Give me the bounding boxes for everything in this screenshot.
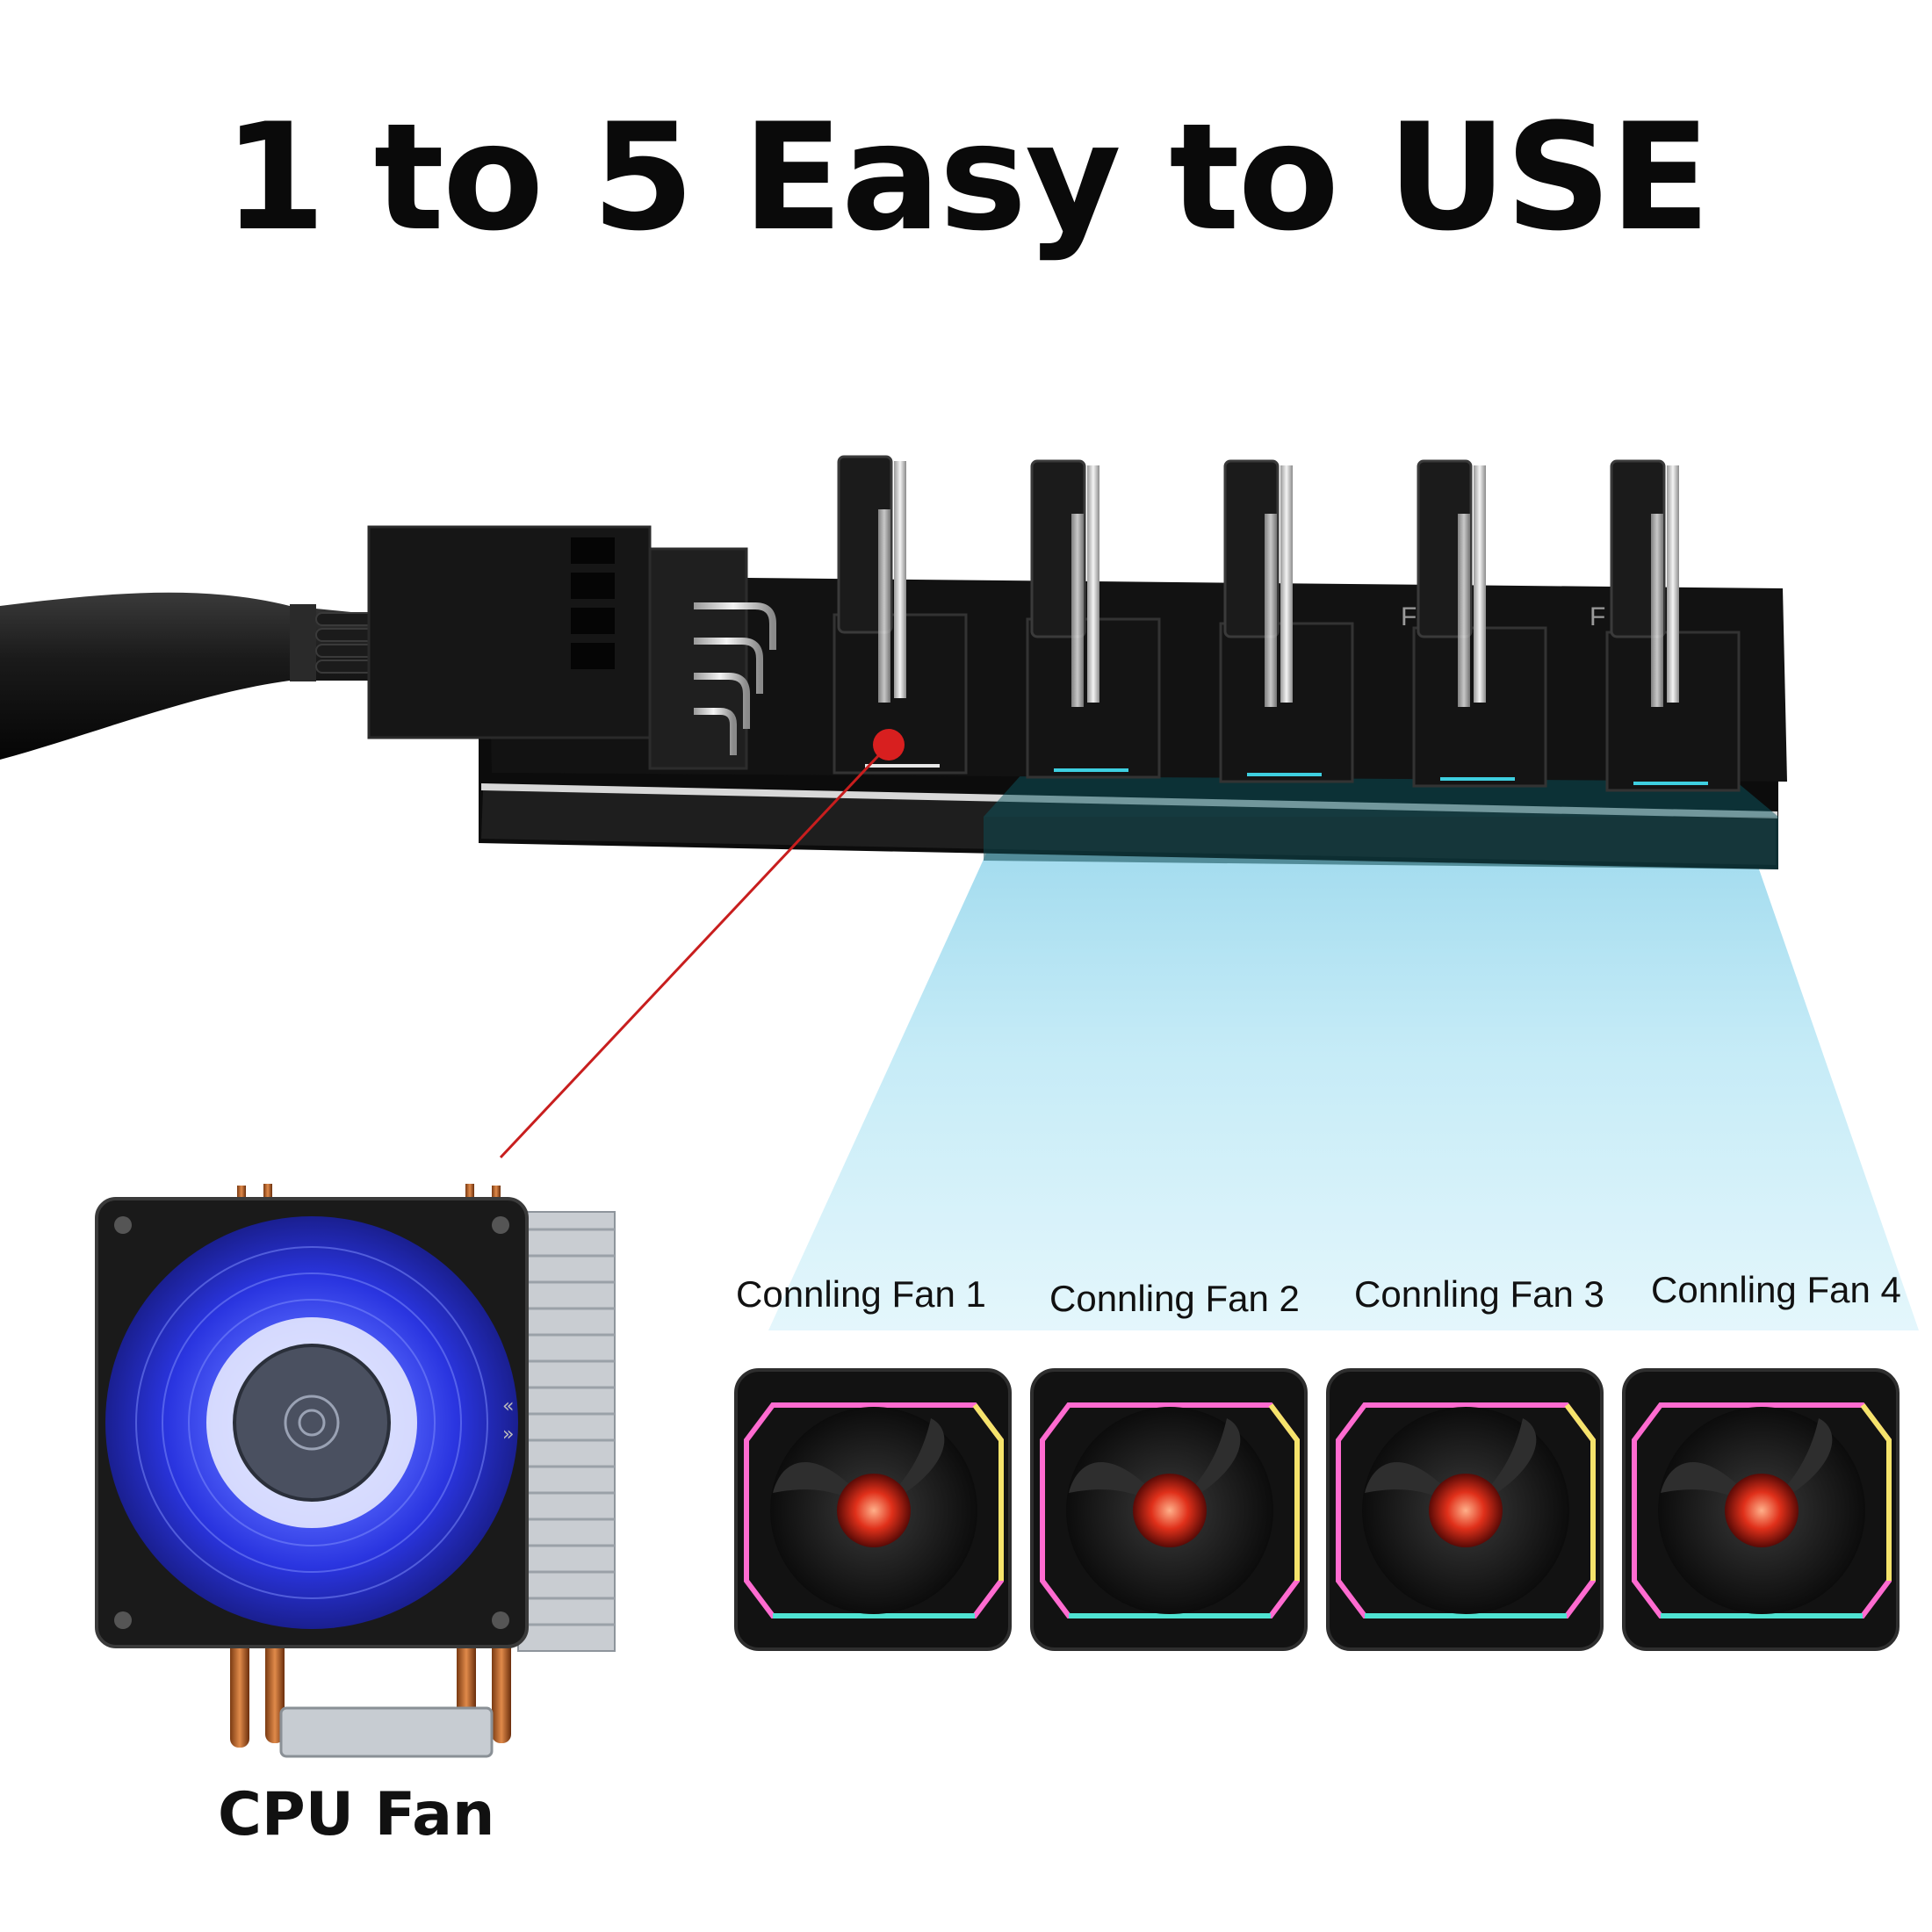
svg-text:»: » (502, 1424, 514, 1445)
cpu-cooler: « » (95, 1184, 616, 1758)
board-marking-2: F (1590, 602, 1605, 631)
cooler-base (279, 1706, 494, 1758)
board-marking-1: F (1401, 602, 1417, 631)
fan-hub-1 (837, 1474, 911, 1547)
header-port-1 (833, 455, 968, 775)
svg-text:«: « (502, 1395, 514, 1417)
fan-label-2: Connling Fan 2 (1049, 1278, 1300, 1319)
fan-hub-4 (1725, 1474, 1799, 1547)
cpu-pointer-line (499, 743, 890, 1159)
connection-beam (768, 773, 1919, 1330)
input-connector (367, 525, 776, 770)
output-headers (833, 455, 1741, 792)
fan-label-1: Connling Fan 1 (736, 1273, 986, 1315)
cpu-fan-hub (233, 1344, 391, 1502)
page-title: 1 to 5 Easy to USE (223, 91, 1711, 263)
header-port-4 (1412, 459, 1547, 788)
cpu-fan-label: CPU Fan (218, 1780, 495, 1849)
fan-hub-3 (1429, 1474, 1503, 1547)
header-port-2 (1026, 459, 1161, 779)
fan-label-3: Connling Fan 3 (1354, 1273, 1604, 1315)
header-port-3 (1219, 459, 1354, 783)
cooling-fan-3 (1326, 1368, 1604, 1651)
fan-label-4: Connling Fan 4 (1651, 1269, 1901, 1310)
fan-hub-2 (1133, 1474, 1207, 1547)
header-port-5 (1605, 459, 1741, 792)
heatsink-fins (517, 1211, 616, 1652)
cpu-pointer-dot (873, 729, 905, 761)
fan-logo-icon (284, 1395, 340, 1451)
cable (0, 592, 378, 760)
cooling-fan-4 (1622, 1368, 1900, 1651)
cooling-fan-1 (734, 1368, 1012, 1651)
cooling-fan-2 (1030, 1368, 1308, 1651)
